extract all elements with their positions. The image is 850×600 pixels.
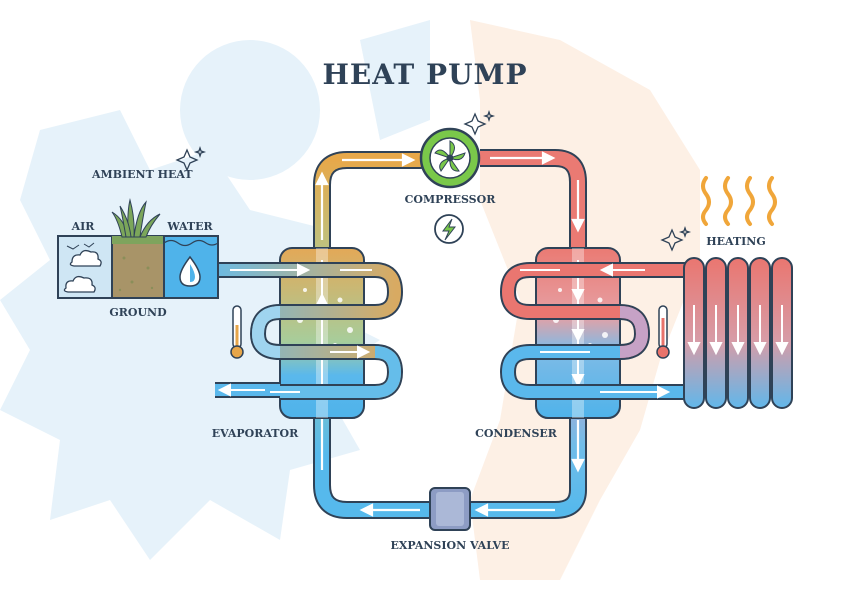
condenser-unit: [535, 247, 621, 419]
air-label: AIR: [71, 220, 96, 233]
expansion-valve-label: EXPANSION VALVE: [390, 539, 509, 552]
page-title: HEAT PUMP: [322, 58, 527, 91]
expansion-valve: [429, 487, 471, 531]
thermometer-icon: [230, 305, 244, 359]
refrigerant-pipe-bottom: [313, 455, 430, 519]
radiator-icon: [683, 257, 793, 409]
fan-icon: [434, 140, 466, 172]
ground-source-box: [111, 235, 165, 299]
cloud-icon: [63, 249, 102, 293]
grass-icon: [111, 198, 161, 238]
water-source-box: [163, 235, 219, 299]
evaporator-label: EVAPORATOR: [212, 427, 299, 440]
sparkle-icon: [660, 225, 692, 252]
ambient-heat-label: AMBIENT HEAT: [91, 168, 193, 181]
air-source-box: [57, 235, 113, 299]
evaporator-unit: [279, 247, 365, 419]
sparkle-icon: [175, 145, 207, 172]
compressor: [419, 127, 481, 189]
thermometer-icon: [656, 305, 670, 359]
compressor-label: COMPRESSOR: [405, 193, 497, 206]
condenser-label: CONDENSER: [475, 427, 558, 440]
water-drop-icon: [179, 255, 201, 287]
ground-label: GROUND: [109, 306, 167, 319]
water-label: WATER: [166, 220, 213, 233]
lightning-icon: [434, 214, 464, 244]
heat-wave-icon: [701, 176, 777, 226]
snowflake-background-icon: [0, 20, 430, 560]
heating-label: HEATING: [706, 235, 766, 248]
sparkle-icon: [463, 109, 496, 136]
